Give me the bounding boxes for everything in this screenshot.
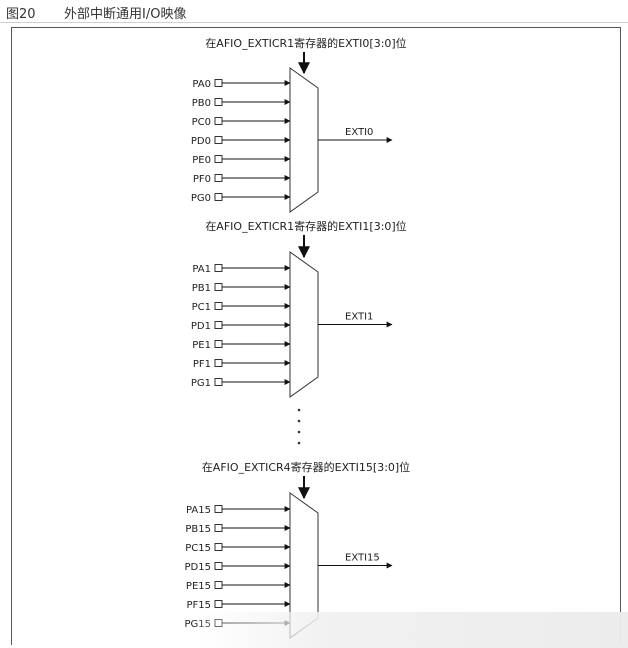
input-pin-label: PA1 (192, 264, 211, 275)
select-register-label: 在AFIO_EXTICR1寄存器的EXTI1[3:0]位 (205, 219, 406, 233)
output-label: EXTI0 (345, 127, 373, 138)
input-pin-label: PF0 (193, 174, 211, 185)
input-pin-box (214, 174, 223, 182)
output-label: EXTI1 (345, 312, 373, 323)
figure-number: 图20 (6, 7, 36, 22)
input-pin-label: PC1 (192, 302, 211, 313)
mux-block-exti0: 在AFIO_EXTICR1寄存器的EXTI0[3:0]位 PA0PB0PC0PD0… (191, 36, 407, 213)
input-pin-label: PG1 (191, 378, 211, 389)
input-pin-label: PF15 (186, 600, 211, 611)
input-pin-label: PE1 (192, 340, 211, 351)
input-pin-box (214, 155, 223, 163)
input-pin-box (214, 359, 223, 367)
input-pin-label: PG15 (184, 619, 211, 630)
input-pin-label: PD1 (191, 321, 211, 332)
input-pin-box (214, 283, 223, 291)
figure-title: 外部中断通用I/O映像 (64, 7, 187, 22)
input-pin-label: PG0 (191, 193, 211, 204)
input-pin-label: PB15 (185, 524, 211, 535)
input-pin-label: PE15 (186, 581, 211, 592)
input-pin-box (214, 505, 223, 513)
caption-divider (0, 22, 628, 23)
continuation-dots (297, 408, 301, 445)
input-pin-box (214, 264, 223, 272)
input-pin-label: PE0 (192, 155, 211, 166)
input-pin-label: PC15 (185, 543, 211, 554)
input-pin-box (214, 562, 223, 570)
input-pin-label: PA0 (192, 79, 211, 90)
input-pin-label: PB1 (192, 283, 211, 294)
input-pin-box (214, 321, 223, 329)
input-pin-label: PB0 (192, 98, 211, 109)
input-pin-box (214, 340, 223, 348)
input-pin-label: PD0 (191, 136, 211, 147)
input-pin-box (214, 581, 223, 589)
input-pin-box (214, 378, 223, 386)
watermark-blur (200, 612, 628, 648)
input-pin-label: PA15 (186, 505, 211, 516)
output-label: EXTI15 (345, 553, 380, 564)
input-pin-box (214, 524, 223, 532)
mux-block-exti1: 在AFIO_EXTICR1寄存器的EXTI1[3:0]位 PA1PB1PC1PD1… (191, 219, 407, 398)
multiplexer-shape (289, 251, 319, 398)
input-pin-box (214, 79, 223, 87)
figure-caption: 图20 外部中断通用I/O映像 (6, 3, 187, 22)
input-pin-box (214, 136, 223, 144)
input-pin-label: PF1 (193, 359, 211, 370)
mux-block-exti15: 在AFIO_EXTICR4寄存器的EXTI15[3:0]位 PA15PB15PC1… (184, 460, 410, 639)
input-pin-label: PD15 (185, 562, 211, 573)
input-pin-box (214, 302, 223, 310)
diagram-frame (11, 27, 621, 645)
multiplexer-shape (289, 67, 319, 213)
input-pin-box (214, 543, 223, 551)
input-pin-box (214, 193, 223, 201)
input-pin-box (214, 98, 223, 106)
select-register-label: 在AFIO_EXTICR4寄存器的EXTI15[3:0]位 (202, 460, 410, 474)
input-pin-box (214, 117, 223, 125)
input-pin-label: PC0 (192, 117, 211, 128)
input-pin-box (214, 600, 223, 608)
select-register-label: 在AFIO_EXTICR1寄存器的EXTI0[3:0]位 (205, 36, 406, 50)
